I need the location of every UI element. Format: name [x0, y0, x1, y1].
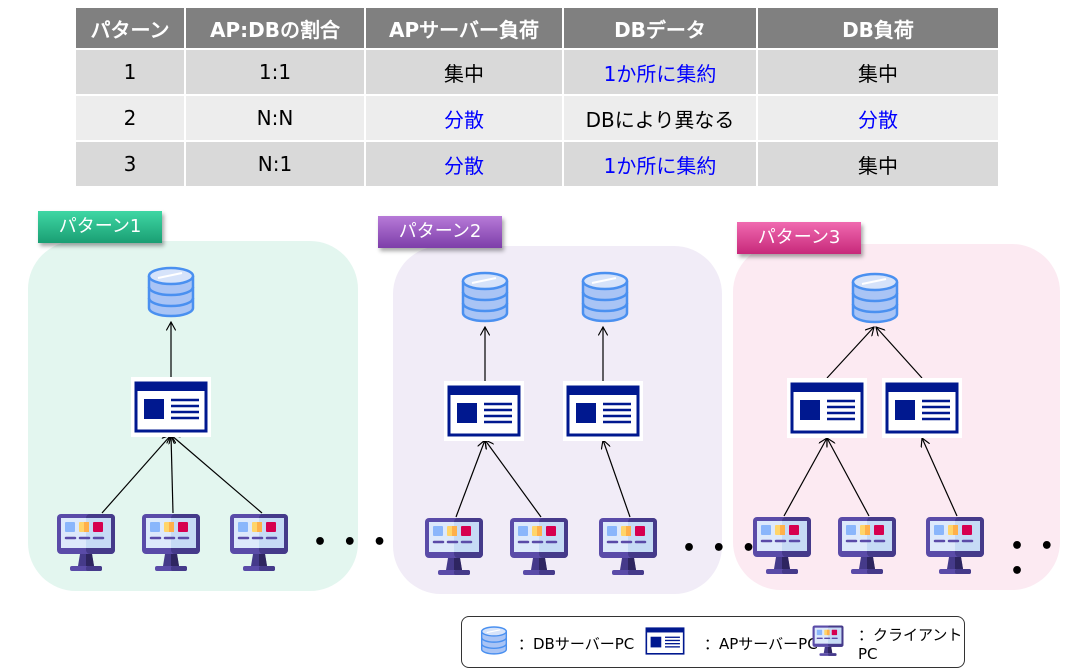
- ap-server-icon: [444, 381, 524, 445]
- client-pc-p3-3: [925, 516, 985, 580]
- table-cell: 分散: [758, 96, 998, 140]
- client-pc-p2-3: [598, 517, 658, 581]
- database-icon: [850, 272, 900, 330]
- table-cell: 分散: [366, 142, 562, 186]
- db-server-p1: [146, 266, 196, 324]
- table-cell: 1か所に集約: [564, 142, 756, 186]
- db-server-p3: [850, 272, 900, 330]
- header-db-data: DBデータ: [564, 8, 756, 48]
- db-server-p2-2: [580, 271, 630, 329]
- ap-server-p1: [131, 377, 211, 441]
- table-cell: 集中: [366, 50, 562, 94]
- ellipsis-p2: • • •: [682, 536, 760, 561]
- client-pc-p1-1: [56, 513, 116, 577]
- table-cell: 集中: [758, 50, 998, 94]
- ap-server-icon: [563, 381, 643, 445]
- ap-server-icon: [787, 378, 867, 442]
- header-pattern: パターン: [76, 8, 184, 48]
- client-pc-p3-2: [837, 516, 897, 580]
- ap-server-p3-2: [882, 378, 962, 442]
- client-pc-p1-2: [141, 513, 201, 577]
- header-ap-load: APサーバー負荷: [366, 8, 562, 48]
- client-pc-icon: [229, 514, 289, 577]
- client-pc-p3-1: [752, 516, 812, 580]
- ellipsis-p1: • • •: [313, 530, 391, 555]
- table-cell: 1:1: [186, 50, 364, 94]
- legend-label-client: ：クライアントPC: [858, 625, 963, 663]
- db-server-p2-1: [460, 271, 510, 329]
- client-pc-p1-3: [229, 513, 289, 577]
- client-pc-icon: [837, 517, 897, 580]
- database-icon: [146, 266, 196, 324]
- table-cell: 1か所に集約: [564, 50, 756, 94]
- table-cell: N:N: [186, 96, 364, 140]
- client-pc-icon: [925, 517, 985, 580]
- legend-label-ap: ：APサーバーPC: [704, 634, 818, 653]
- pattern1-tag: パターン1: [38, 211, 162, 243]
- ap-server-p2-2: [563, 381, 643, 445]
- client-pc-icon: [424, 518, 484, 581]
- ap-server-p2-1: [444, 381, 524, 445]
- ellipsis-p3: • • •: [1010, 534, 1058, 584]
- ap-server-p3-1: [787, 378, 867, 442]
- client-pc-icon: [56, 514, 116, 577]
- table-cell: 分散: [366, 96, 562, 140]
- ap-server-icon: [642, 625, 688, 661]
- table-header-row: パターン AP:DBの割合 APサーバー負荷 DBデータ DB負荷: [76, 8, 998, 48]
- ap-server-icon: [131, 377, 211, 441]
- header-db-load: DB負荷: [758, 8, 998, 48]
- client-pc-p2-1: [424, 517, 484, 581]
- pattern2-tag: パターン2: [378, 216, 502, 248]
- database-icon: [460, 271, 510, 329]
- table-cell: 集中: [758, 142, 998, 186]
- client-pc-icon: [509, 518, 569, 581]
- legend-item-db: ：DBサーバーPC: [480, 625, 635, 661]
- client-pc-icon: [812, 625, 844, 661]
- client-pc-icon: [752, 517, 812, 580]
- header-ratio: AP:DBの割合: [186, 8, 364, 48]
- pattern3-tag: パターン3: [737, 222, 861, 254]
- client-pc-icon: [598, 518, 658, 581]
- table-cell: DBにより異なる: [564, 96, 756, 140]
- legend-item-ap: ：APサーバーPC: [642, 625, 818, 661]
- client-pc-p2-2: [509, 517, 569, 581]
- table-cell: 3: [76, 142, 184, 186]
- table-cell: 2: [76, 96, 184, 140]
- legend-item-client: ：クライアントPC: [812, 625, 964, 663]
- ap-server-icon: [882, 378, 962, 442]
- database-icon: [480, 625, 508, 661]
- legend-label-db: ：DBサーバーPC: [518, 634, 635, 653]
- legend: ：DBサーバーPC ：APサーバーPC ：クライアントPC: [461, 616, 965, 668]
- client-pc-icon: [141, 514, 201, 577]
- table-cell: N:1: [186, 142, 364, 186]
- table-cell: 1: [76, 50, 184, 94]
- database-icon: [580, 271, 630, 329]
